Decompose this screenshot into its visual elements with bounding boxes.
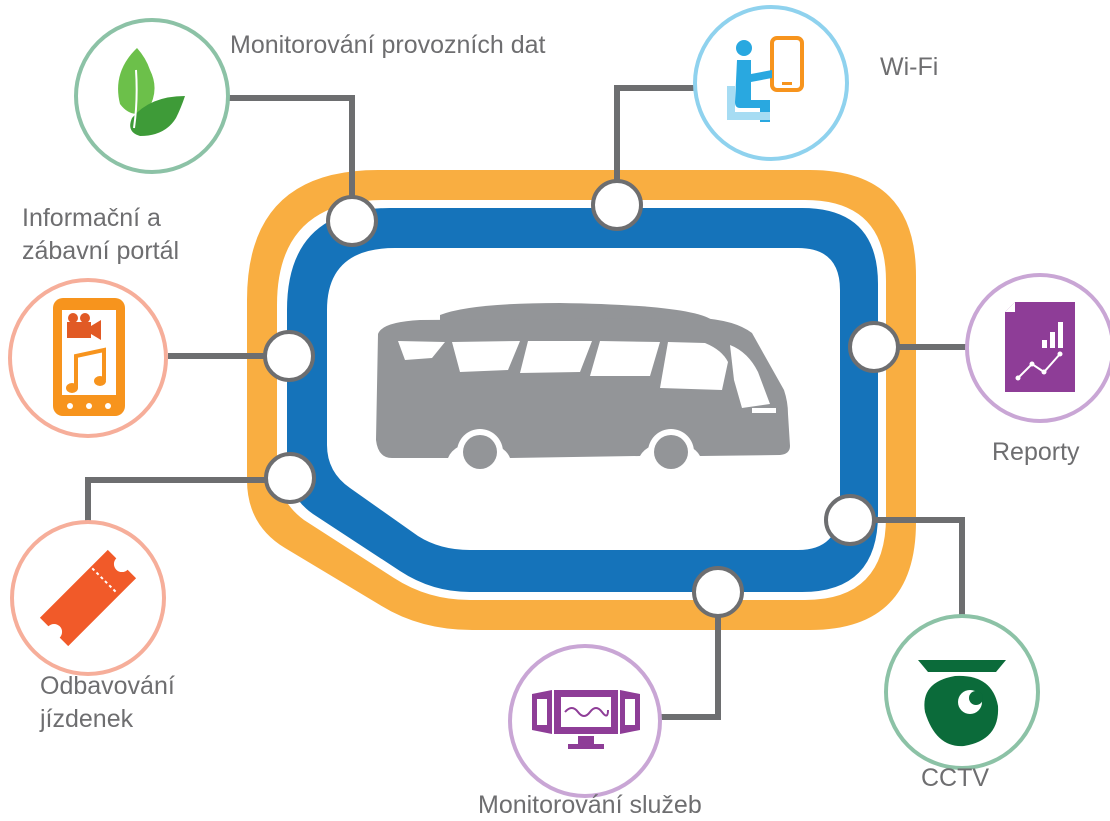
label-reports: Reporty (992, 438, 1080, 466)
service-monitoring-node (508, 644, 662, 798)
label-monitoring-data: Monitorování provozních dat (230, 31, 546, 59)
node-cctv (824, 494, 876, 546)
node-reports (848, 321, 900, 373)
node-monitoring-data (326, 195, 378, 247)
ticket-icon (39, 549, 137, 647)
bus-icon (376, 303, 790, 475)
seated-passenger-tablet-icon (727, 36, 804, 122)
leaf-icon (118, 48, 185, 136)
label-ticketing-line2: jízdenek (40, 705, 134, 733)
connector-service-monitoring (660, 592, 721, 720)
node-service-monitoring (692, 566, 744, 618)
cctv-camera-icon (918, 660, 1006, 747)
info-portal-node (8, 278, 168, 438)
wifi-node (693, 5, 849, 161)
label-cctv: CCTV (921, 764, 990, 792)
label-wifi: Wi-Fi (880, 53, 939, 81)
media-phone-icon (53, 298, 125, 416)
connector-cctv (850, 517, 965, 615)
label-info-portal-line2: zábavní portál (22, 237, 180, 265)
report-chart-icon (1005, 302, 1075, 392)
label-service-monitoring: Monitorování služeb (478, 791, 702, 819)
connector-wifi (614, 85, 695, 205)
label-info-portal-line1: Informační a (22, 204, 161, 232)
junction-nodes (263, 179, 900, 618)
monitor-screens-icon (532, 690, 640, 749)
monitoring-data-node (74, 18, 230, 174)
connector-ticketing (85, 477, 288, 525)
node-info-portal (263, 330, 315, 382)
node-wifi (591, 179, 643, 231)
label-ticketing-line1: Odbavování (40, 672, 175, 700)
cctv-node (884, 614, 1040, 770)
ticketing-node (10, 520, 166, 676)
reports-node (965, 273, 1110, 423)
node-ticketing (264, 452, 316, 504)
